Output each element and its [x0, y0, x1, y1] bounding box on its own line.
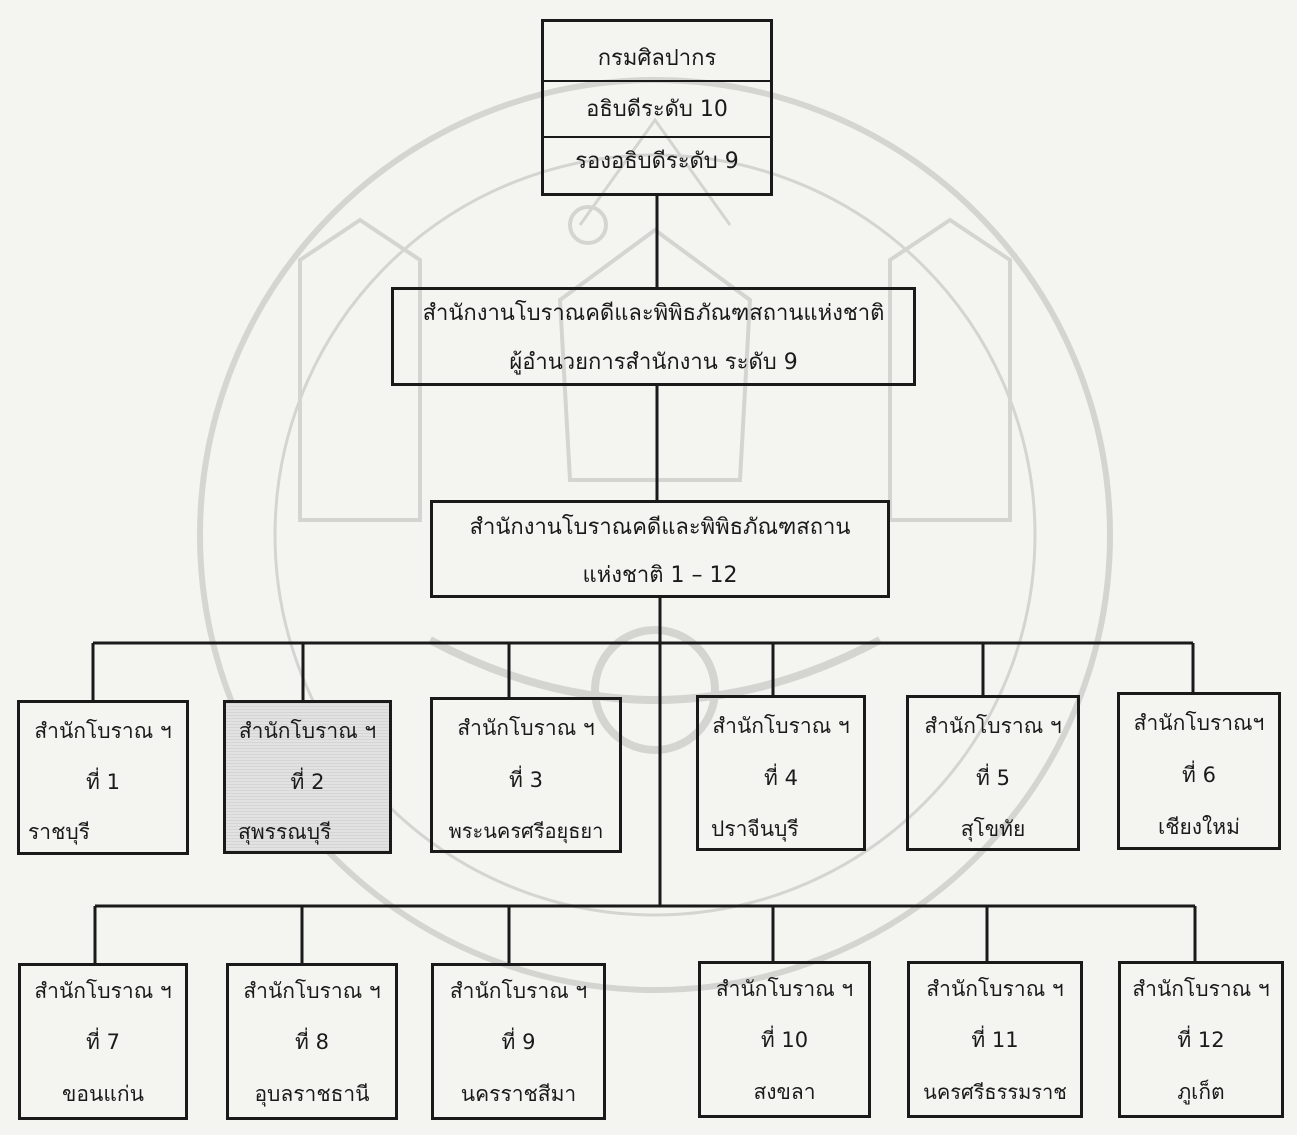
department-name: กรมศิลปากร [597, 46, 717, 71]
office-title: สำนักโบราณ ฯ [243, 979, 381, 1003]
regional-offices-box: สำนักงานโบราณคดีและพิพิธภัณฑสถาน แห่งชาต… [430, 500, 890, 598]
regional-offices-line2: แห่งชาติ 1 – 12 [582, 563, 738, 588]
office-number: ที่ 6 [1182, 763, 1216, 787]
office-box-9: สำนักโบราณ ฯ ที่ 9 นครราชสีมา [431, 963, 606, 1120]
office-title: สำนักโบราณ ฯ [457, 716, 595, 740]
office-province: ภูเก็ต [1177, 1080, 1225, 1104]
office-title: สำนักโบราณ ฯ [1132, 977, 1270, 1001]
office-province: พระนครศรีอยุธยา [448, 819, 604, 843]
office-title: สำนักโบราณ ฯ [715, 977, 854, 1001]
office-number: ที่ 5 [976, 766, 1010, 790]
office-province: สงขลา [753, 1080, 816, 1104]
office-box-1: สำนักโบราณ ฯ ที่ 1 ราชบุรี [17, 700, 189, 855]
deputy-director-general-label: รองอธิบดีระดับ 9 [575, 149, 739, 174]
office-box-5: สำนักโบราณ ฯ ที่ 5 สุโขทัย [906, 695, 1080, 851]
office-number: ที่ 2 [290, 770, 325, 794]
office-box-3: สำนักโบราณ ฯ ที่ 3 พระนครศรีอยุธยา [430, 697, 622, 853]
office-title: สำนักโบราณ ฯ [34, 979, 172, 1003]
office-title: สำนักโบราณ ฯ [712, 714, 850, 738]
office-box-8: สำนักโบราณ ฯ ที่ 8 อุบลราชธานี [226, 963, 398, 1120]
department-divider-1 [544, 80, 770, 82]
office-number: ที่ 7 [86, 1030, 120, 1054]
office-title: สำนักโบราณ ฯ [34, 719, 172, 743]
office-number: ที่ 10 [760, 1028, 809, 1052]
office-number: ที่ 3 [509, 768, 543, 792]
office-province: นครราชสีมา [460, 1082, 577, 1106]
office-number: ที่ 4 [764, 766, 798, 790]
office-title: สำนักโบราณ ฯ [449, 979, 588, 1003]
office-province: ราชบุรี [28, 820, 90, 844]
office-number: ที่ 9 [501, 1030, 536, 1054]
office-province: ขอนแก่น [62, 1082, 144, 1106]
national-office-head: ผู้อำนวยการสำนักงาน ระดับ 9 [509, 350, 798, 375]
office-province: สุพรรณบุรี [238, 820, 332, 844]
office-box-4: สำนักโบราณ ฯ ที่ 4 ปราจีนบุรี [696, 695, 866, 851]
office-title: สำนักโบราณฯ [1133, 711, 1265, 735]
national-office-box: สำนักงานโบราณคดีและพิพิธภัณฑสถานแห่งชาติ… [391, 287, 916, 386]
office-number: ที่ 1 [86, 770, 120, 794]
regional-offices-line1: สำนักงานโบราณคดีและพิพิธภัณฑสถาน [469, 515, 851, 540]
office-box-2: สำนักโบราณ ฯ ที่ 2 สุพรรณบุรี [223, 700, 392, 854]
office-box-11: สำนักโบราณ ฯ ที่ 11 นครศรีธรรมราช [907, 961, 1083, 1118]
director-general-label: อธิบดีระดับ 10 [586, 97, 728, 122]
office-title: สำนักโบราณ ฯ [924, 714, 1062, 738]
department-box: กรมศิลปากร อธิบดีระดับ 10 รองอธิบดีระดับ… [541, 19, 773, 196]
office-box-6: สำนักโบราณฯ ที่ 6 เชียงใหม่ [1117, 692, 1281, 850]
office-province: ปราจีนบุรี [711, 817, 799, 841]
office-box-10: สำนักโบราณ ฯ ที่ 10 สงขลา [698, 961, 871, 1118]
national-office-name: สำนักงานโบราณคดีและพิพิธภัณฑสถานแห่งชาติ [422, 301, 885, 326]
office-province: อุบลราชธานี [254, 1082, 370, 1106]
office-box-7: สำนักโบราณ ฯ ที่ 7 ขอนแก่น [18, 963, 188, 1120]
office-province: เชียงใหม่ [1158, 815, 1240, 839]
office-title: สำนักโบราณ ฯ [238, 719, 377, 743]
office-box-12: สำนักโบราณ ฯ ที่ 12 ภูเก็ต [1118, 961, 1284, 1118]
office-title: สำนักโบราณ ฯ [926, 977, 1064, 1001]
office-number: ที่ 12 [1177, 1028, 1225, 1052]
department-divider-2 [544, 136, 770, 138]
office-number: ที่ 8 [295, 1030, 329, 1054]
office-province: สุโขทัย [960, 817, 1026, 841]
office-province: นครศรีธรรมราช [923, 1080, 1067, 1104]
office-number: ที่ 11 [971, 1028, 1019, 1052]
